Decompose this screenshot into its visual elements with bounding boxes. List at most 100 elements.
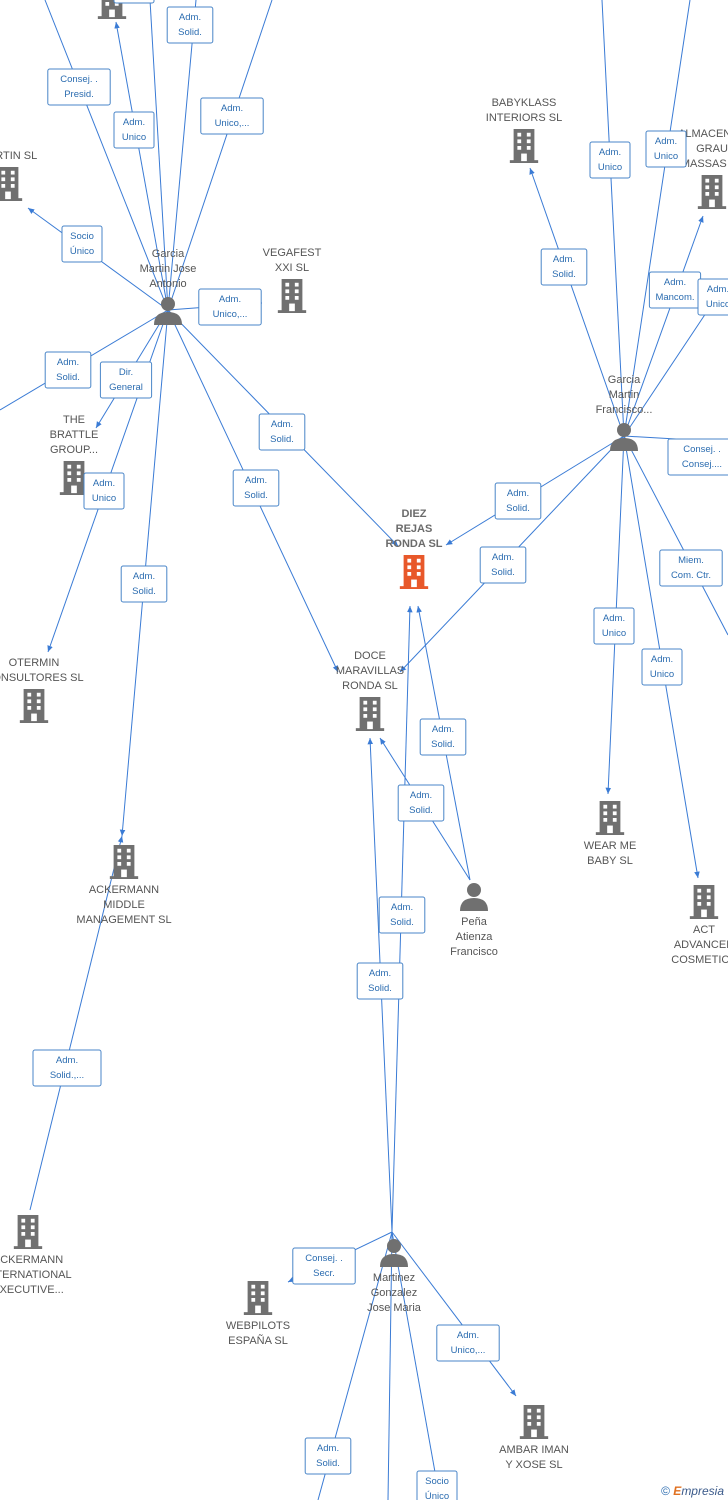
footer-brand[interactable]: © Empresia <box>661 1484 724 1498</box>
edge-label-8[interactable]: Adm.Unico <box>113 111 155 149</box>
edge-label-box[interactable] <box>589 141 631 179</box>
company-node-ack_int[interactable]: ACKERMANNINTERNATIONALEXECUTIVE... <box>0 1215 72 1296</box>
edge-label-15[interactable]: Adm.Solid. <box>540 248 588 286</box>
company-node-almacenes[interactable]: ALMACENESGRAUMASSAS SL <box>678 128 728 209</box>
edge-label-box[interactable] <box>540 248 588 286</box>
edge-label-6[interactable]: Adm.Solid. <box>120 565 168 603</box>
edge-label-box[interactable] <box>32 1049 102 1087</box>
edge-label-17[interactable]: Adm.Unico <box>589 141 631 179</box>
node-label: AMBAR IMAN <box>499 1444 569 1456</box>
edge-label-2[interactable]: Adm.Unico,... <box>198 288 262 326</box>
node-label: Jose Maria <box>367 1302 422 1314</box>
person-node-garcia_fr[interactable]: GarciaMartinFrancisco... <box>596 374 653 451</box>
edge-label-22[interactable]: Adm.Unico <box>593 607 635 645</box>
edge-label-box[interactable] <box>397 784 445 822</box>
edge-label-text: Solid. <box>368 983 392 994</box>
edge-label-text: Adm. <box>457 1330 479 1341</box>
edge-label-box[interactable] <box>667 438 728 476</box>
edge-label-10[interactable]: Adm.Solid. <box>166 6 214 44</box>
edge-label-26[interactable]: Adm.Solid. <box>378 896 426 934</box>
edge-label-box[interactable] <box>436 1324 500 1362</box>
edge-label-text: Com. Ctr. <box>671 570 711 581</box>
edge-label-1[interactable]: Adm.Solid. <box>232 469 280 507</box>
edge-martinez-to-bottom3 <box>387 1231 393 1500</box>
edge-label-33[interactable]: Adm.Solid.,... <box>32 1049 102 1087</box>
node-label: WEAR ME <box>584 840 637 852</box>
edge-garcia_fr-to-rightf3 <box>623 435 728 636</box>
edge-label-16[interactable]: Adm.Mancom. <box>648 271 702 309</box>
edge-label-27[interactable]: Adm.Solid. <box>356 962 404 1000</box>
edge-label-box[interactable] <box>99 361 153 399</box>
node-label: MARAVILLAS <box>336 665 404 677</box>
edge-label-box[interactable] <box>61 225 103 263</box>
building-icon <box>19 689 49 723</box>
edge-label-box[interactable] <box>641 648 683 686</box>
edge-label-box[interactable] <box>292 1247 356 1285</box>
edge-label-box[interactable] <box>120 565 168 603</box>
edge-label-box[interactable] <box>416 1470 458 1500</box>
edge-label-20[interactable]: Consej. .Consej.... <box>667 438 728 476</box>
node-label: DIEZ <box>401 508 426 520</box>
edge-label-25[interactable]: Adm.Solid. <box>397 784 445 822</box>
edge-label-box[interactable] <box>47 68 111 106</box>
edge-label-box[interactable] <box>44 351 92 389</box>
company-node-otermin[interactable]: OTERMINCONSULTORES SL <box>0 657 84 723</box>
company-node-act[interactable]: ACTADVANCEDCOSMETICS <box>671 885 728 966</box>
company-node-martinsl[interactable]: MARTIN SL <box>0 150 37 201</box>
edge-label-30[interactable]: Adm.Solid. <box>304 1437 352 1475</box>
edge-label-14[interactable]: Adm.Solid. <box>479 546 527 584</box>
edge-label-28[interactable]: Consej. .Secr. <box>292 1247 356 1285</box>
edge-label-29[interactable]: Adm.Unico,... <box>436 1324 500 1362</box>
company-node-brattle[interactable]: THEBRATTLEGROUP... <box>50 414 99 495</box>
node-label: ACT <box>693 924 715 936</box>
edge-label-11[interactable]: Adm.Unico,... <box>200 97 264 135</box>
edge-label-24[interactable]: Adm.Solid. <box>419 718 467 756</box>
building-icon <box>243 1281 273 1315</box>
edge-label-12[interactable]: Unico <box>113 0 155 4</box>
edge-label-box[interactable] <box>232 469 280 507</box>
edge-label-box[interactable] <box>198 288 262 326</box>
edge-label-23[interactable]: Adm.Unico <box>641 648 683 686</box>
edge-label-9[interactable]: Consej. .Presid. <box>47 68 111 106</box>
edge-label-19[interactable]: Adm.Unico <box>697 278 728 316</box>
edge-label-box[interactable] <box>304 1437 352 1475</box>
edge-label-5[interactable]: Adm.Unico <box>83 472 125 510</box>
edge-label-7[interactable]: Adm.Solid. <box>44 351 92 389</box>
edge-label-box[interactable] <box>166 6 214 44</box>
edge-label-box[interactable] <box>378 896 426 934</box>
edge-label-box[interactable] <box>356 962 404 1000</box>
edge-label-box[interactable] <box>593 607 635 645</box>
edge-label-text: Unico <box>654 151 678 162</box>
edge-label-4[interactable]: Dir.General <box>99 361 153 399</box>
edge-label-box[interactable] <box>83 472 125 510</box>
edge-label-box[interactable] <box>258 413 306 451</box>
node-label: XXI SL <box>275 262 309 274</box>
edge-label-box[interactable] <box>645 130 687 168</box>
edge-label-box[interactable] <box>479 546 527 584</box>
node-label: Martin <box>609 389 640 401</box>
edge-label-box[interactable] <box>494 482 542 520</box>
edge-label-box[interactable] <box>113 0 155 4</box>
edge-label-0[interactable]: Adm.Solid. <box>258 413 306 451</box>
edge-label-box[interactable] <box>697 278 728 316</box>
edge-label-box[interactable] <box>113 111 155 149</box>
edge-label-18[interactable]: Adm.Unico <box>645 130 687 168</box>
edge-label-box[interactable] <box>659 549 723 587</box>
edge-label-21[interactable]: Miem.Com. Ctr. <box>659 549 723 587</box>
edge-label-box[interactable] <box>419 718 467 756</box>
edge-label-13[interactable]: Adm.Solid. <box>494 482 542 520</box>
edge-label-box[interactable] <box>200 97 264 135</box>
